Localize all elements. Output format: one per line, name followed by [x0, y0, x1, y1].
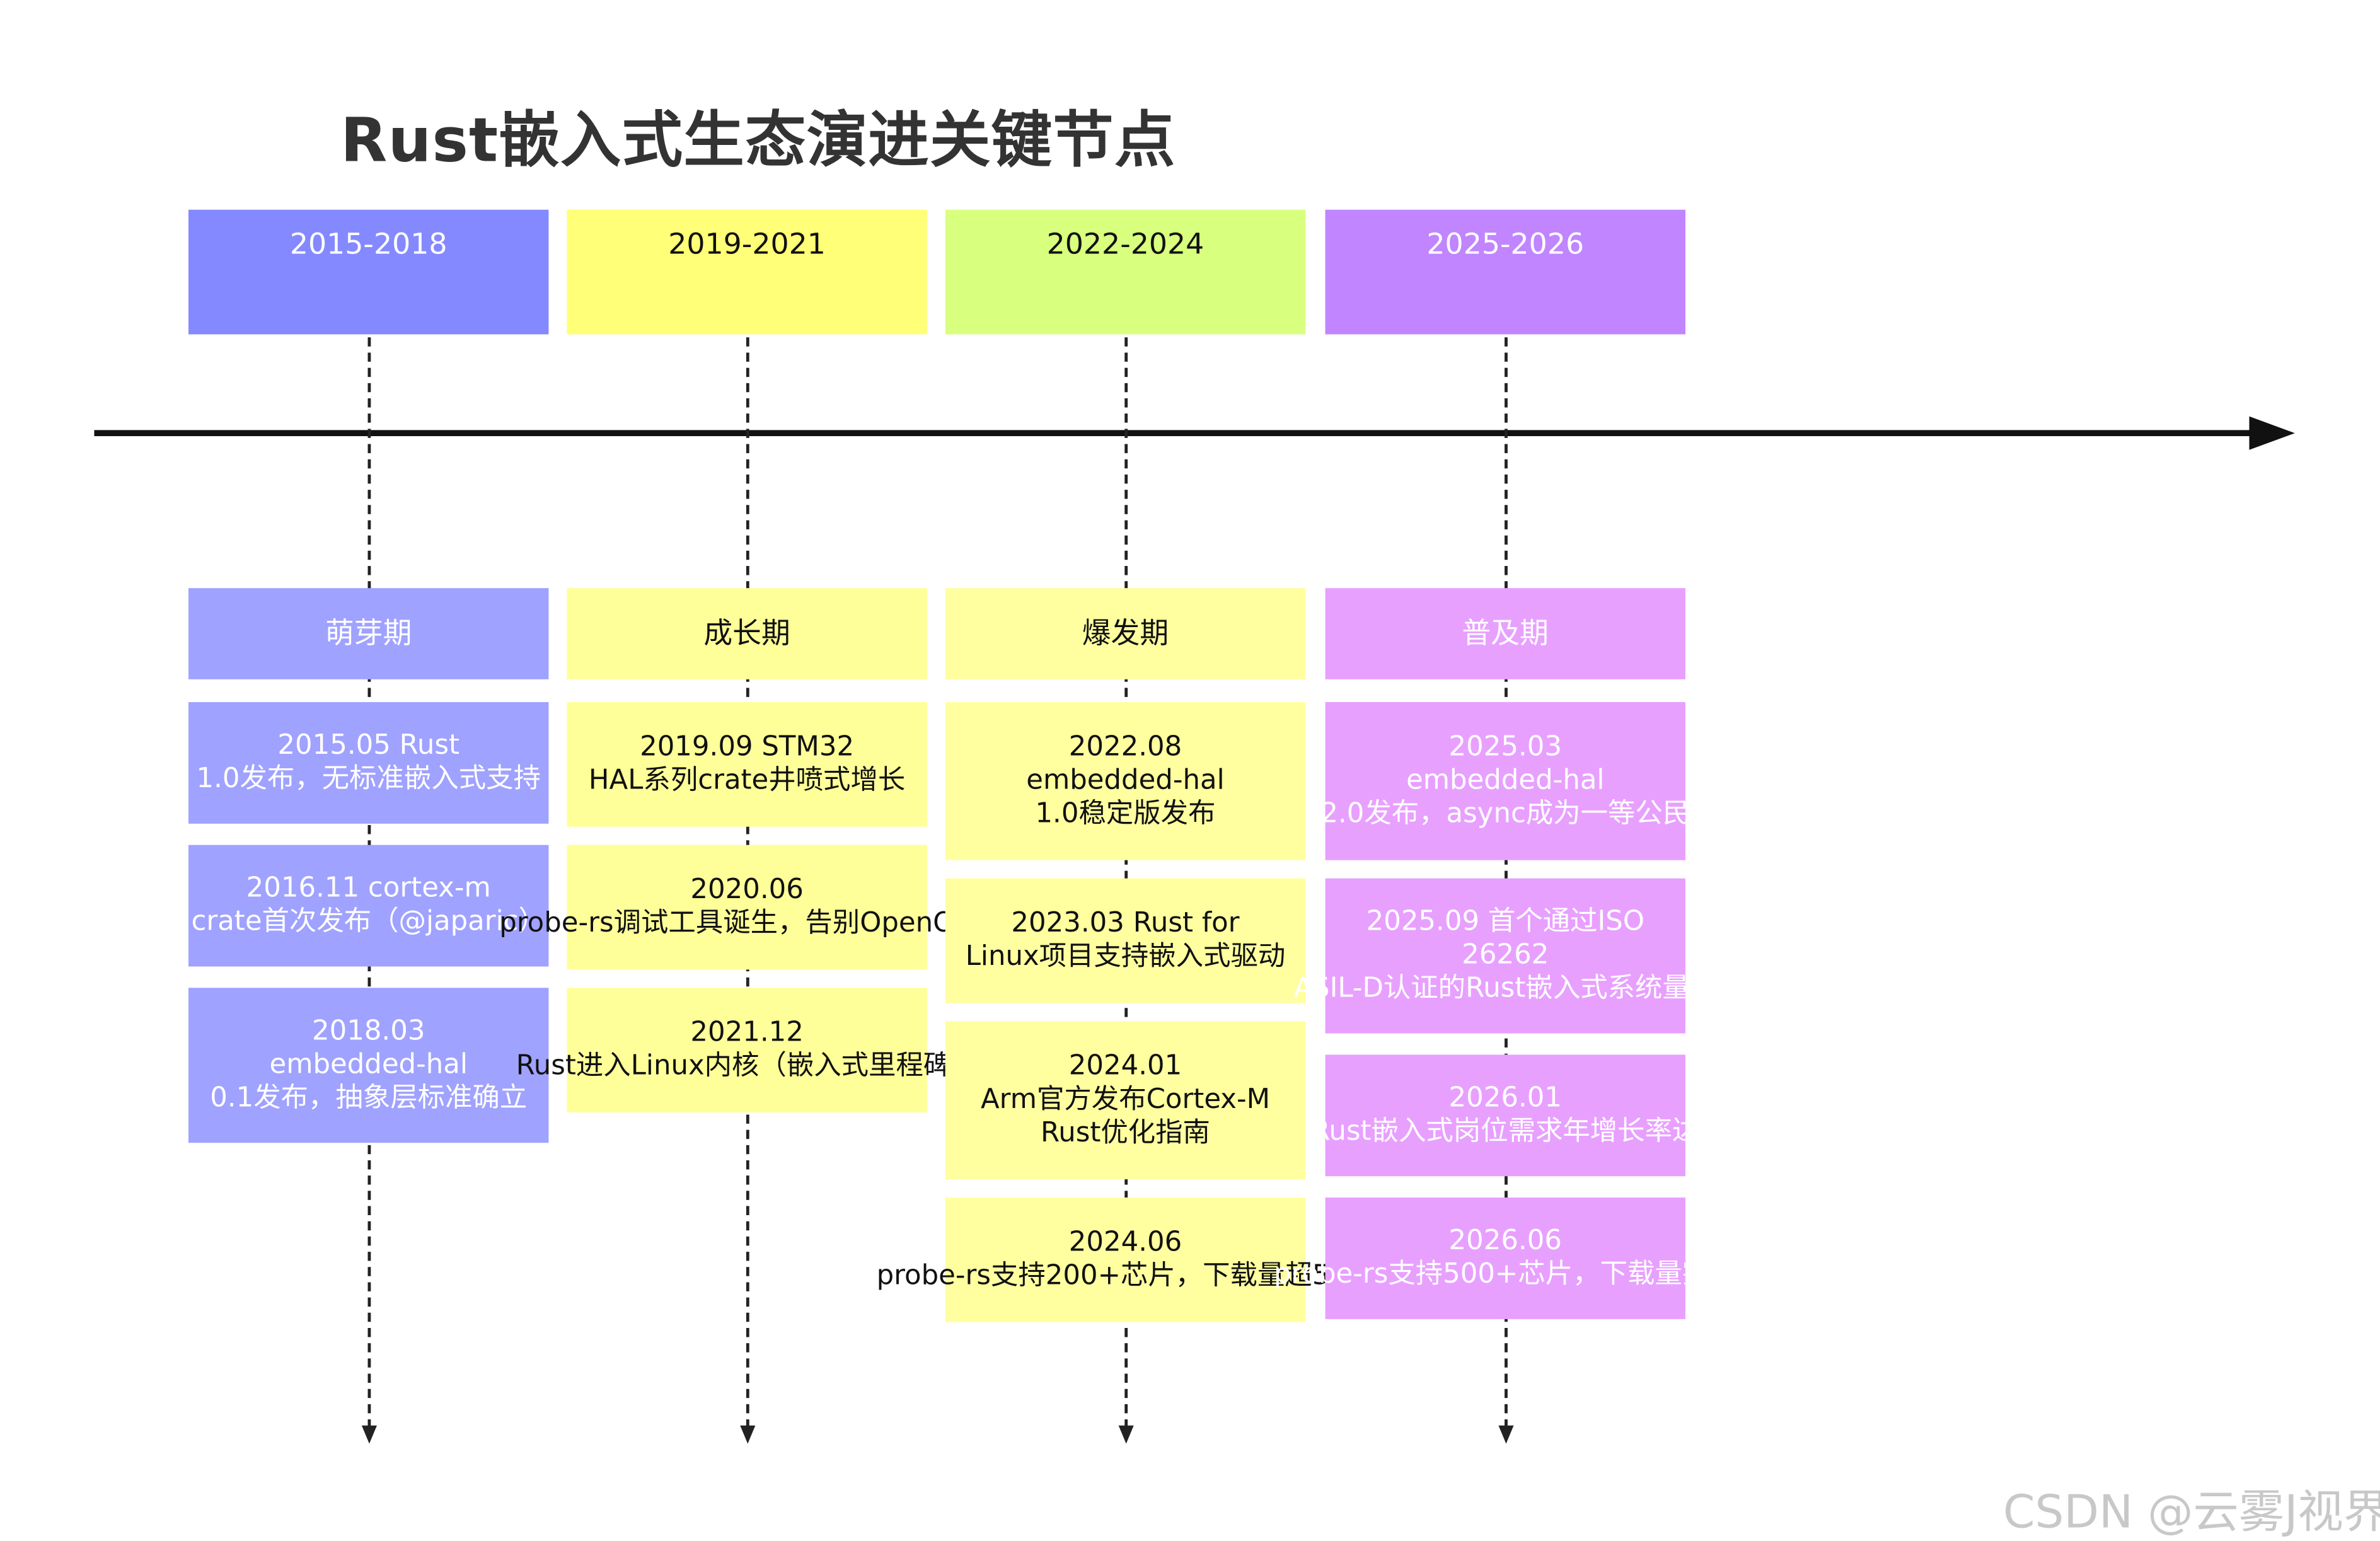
- watermark: CSDN @云雾J视界: [2002, 1486, 2380, 1540]
- event-box: 2022.08 embedded-hal 1.0稳定版发布: [945, 701, 1306, 860]
- period-box: 2019-2021: [567, 209, 927, 335]
- event-box: 2016.11 cortex-m crate首次发布（@japaric）: [188, 845, 549, 967]
- event-box: 2020.06 probe-rs调试工具诞生，告别OpenOCD: [499, 845, 995, 970]
- column-connector-arrowhead: [1118, 1425, 1134, 1444]
- event-box: 2023.03 Rust for Linux项目支持嵌入式驱动: [945, 878, 1306, 1003]
- event-box: 2026.01 Rust嵌入式岗位需求年增长率达: [1311, 1054, 1699, 1177]
- event-box: 2019.09 STM32 HAL系列crate井喷式增长: [567, 701, 927, 827]
- event-box: 2015.05 Rust 1.0发布，无标准嵌入式支持: [188, 701, 549, 824]
- period-box: 2025-2026: [1325, 209, 1686, 335]
- stage-box: 普及期: [1325, 588, 1686, 679]
- event-box: 2025.03 embedded-hal 2.0发布，async成为一等公民: [1320, 701, 1690, 860]
- column-connector-arrowhead: [361, 1425, 377, 1444]
- period-box: 2022-2024: [945, 209, 1306, 335]
- event-box: 2021.12 Rust进入Linux内核（嵌入式里程碑）: [516, 988, 978, 1112]
- event-box: 2018.03 embedded-hal 0.1发布，抽象层标准确立: [188, 988, 549, 1143]
- diagram-title: Rust嵌入式生态演进关键节点: [340, 106, 1176, 176]
- period-box: 2015-2018: [188, 209, 549, 335]
- event-box: 2024.06 probe-rs支持200+芯片，下载量超50万: [877, 1198, 1374, 1322]
- stage-box: 成长期: [567, 588, 927, 679]
- column-connector-arrowhead: [1498, 1425, 1514, 1444]
- stage-box: 萌芽期: [188, 588, 549, 679]
- event-box: 2025.09 首个通过ISO 26262 ASIL-D认证的Rust嵌入式系统…: [1293, 878, 1717, 1034]
- stage-box: 爆发期: [945, 588, 1306, 679]
- event-box: 2024.01 Arm官方发布Cortex-M Rust优化指南: [945, 1021, 1306, 1180]
- timeline-axis: [94, 430, 2256, 437]
- timeline-axis-arrowhead: [2249, 416, 2295, 450]
- event-box: 2026.06 probe-rs支持500+芯片，下载量突破: [1274, 1198, 1737, 1319]
- column-connector-arrowhead: [740, 1425, 756, 1444]
